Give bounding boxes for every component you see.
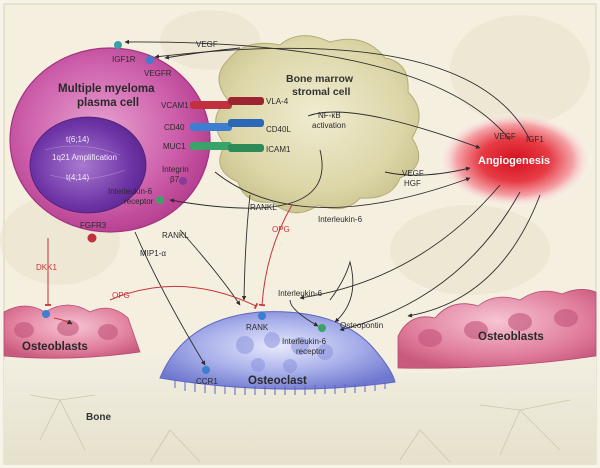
osteoblasts-right — [397, 289, 597, 369]
signal-arrows — [124, 39, 541, 366]
igf1r-label: IGF1R — [112, 55, 136, 64]
angiogenesis-title: Angiogenesis — [478, 155, 550, 167]
fgfr3-label: FGFR3 — [80, 221, 107, 230]
rankl-myeloma-label: RANKL — [162, 231, 189, 240]
amp1q21-label: 1q21 Amplification — [52, 153, 117, 162]
integrin-receptor — [179, 177, 187, 185]
il6r-osteoclast-label-line1: Interleukin-6 — [282, 337, 327, 346]
cd40l-bar — [228, 119, 264, 127]
osteoclast-title: Osteoclast — [248, 375, 307, 387]
icam1-bar — [228, 144, 264, 152]
myeloma-cell — [9, 47, 211, 233]
mip1a-label: MIP1-α — [140, 249, 166, 258]
osteoblasts-right-title: Osteoblasts — [478, 331, 544, 343]
receptor-dots — [42, 41, 326, 374]
il6-stromal-label: Interleukin-6 — [318, 215, 363, 224]
adhesion-receptors — [190, 97, 264, 152]
il6r-label-line1: Interleukin-6 — [108, 187, 153, 196]
rank-receptor — [258, 312, 266, 320]
vegfr-label: VEGFR — [144, 69, 172, 78]
vla4-bar — [228, 97, 264, 105]
osteoclast-il6-receptor — [318, 324, 326, 332]
osteoclast-cell — [159, 311, 396, 395]
myeloma-title-line1: Multiple myeloma — [58, 83, 155, 95]
integrin-label-line1: Integrin — [162, 165, 189, 174]
il6-receptor — [156, 196, 164, 204]
t414-label: t(4;14) — [66, 173, 89, 182]
vegf-angiogenesis-label: VEGF — [494, 132, 516, 141]
vcam1-label: VCAM1 — [161, 101, 189, 110]
vegf-hgf-label-line1: VEGF — [402, 169, 424, 178]
cd40l-label: CD40L — [266, 125, 291, 134]
cd40-bar — [190, 123, 232, 131]
osteoblasts-left-title: Osteoblasts — [22, 341, 88, 353]
il6r-osteoclast-label-line2: receptor — [296, 347, 326, 356]
il6r-label-line2: receptor — [124, 197, 154, 206]
il6-osteoclast-label: Interleukin-6 — [278, 289, 323, 298]
opg-stromal-label: OPG — [272, 225, 290, 234]
nfkb-label-line1: NF-κB — [318, 111, 341, 120]
bone-canaliculi — [29, 394, 571, 463]
bone-matrix — [4, 353, 596, 464]
bone-title: Bone — [86, 412, 111, 423]
inhibitory-arrows — [45, 204, 293, 325]
muc1-bar — [190, 142, 232, 150]
osteoblasts-left — [3, 304, 141, 359]
ccr1-label: CCR1 — [196, 377, 218, 386]
cd40-label: CD40 — [164, 123, 185, 132]
igf1r-receptor — [114, 41, 122, 49]
opg-osteoblast-label: OPG — [112, 291, 130, 300]
ccr1-receptor — [202, 366, 210, 374]
stromal-cell — [215, 35, 420, 214]
vla4-label: VLA-4 — [266, 97, 289, 106]
osteoblast-receptor — [42, 310, 50, 318]
nfkb-label-line2: activation — [312, 121, 346, 130]
vegfr-receptor — [146, 56, 154, 64]
stromal-title-line2: stromal cell — [292, 86, 350, 98]
rank-label: RANK — [246, 323, 269, 332]
icam1-label: ICAM1 — [266, 145, 291, 154]
vegf-top-label: VEGF — [196, 40, 218, 49]
vcam1-bar — [190, 101, 232, 109]
fgfr3-receptor — [87, 233, 97, 243]
stromal-title-line1: Bone marrow — [286, 73, 354, 85]
osteopontin-label: Osteopontin — [340, 321, 383, 330]
rankl-stromal-label: RANKL — [250, 203, 277, 212]
igf1-label: IGF1 — [526, 135, 544, 144]
t614-label: t(6;14) — [66, 135, 89, 144]
integrin-label-line2: β7 — [170, 175, 180, 184]
muc1-label: MUC1 — [163, 142, 186, 151]
vegf-hgf-label-line2: HGF — [404, 179, 421, 188]
dkk1-label: DKK1 — [36, 263, 57, 272]
angiogenesis-glow — [437, 112, 593, 208]
myeloma-title-line2: plasma cell — [77, 97, 139, 109]
